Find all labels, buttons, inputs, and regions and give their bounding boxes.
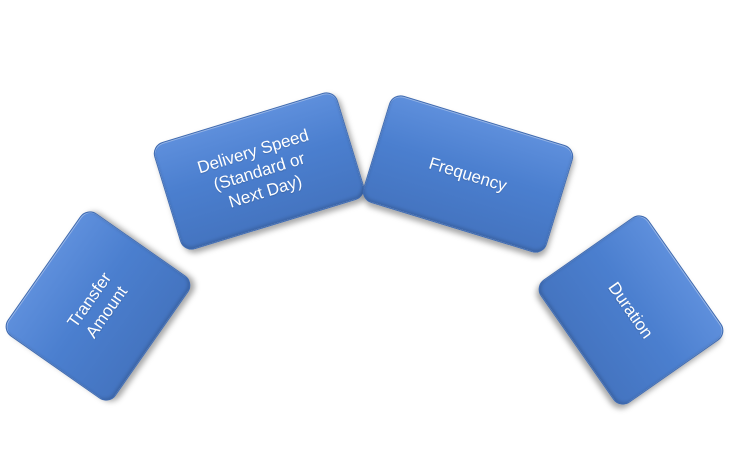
transfer-amount-label: Transfer Amount	[63, 268, 132, 342]
delivery-speed-label: Delivery Speed (Standard or Next Day)	[194, 124, 311, 212]
duration-label: Duration	[604, 278, 658, 342]
delivery-speed-block: Delivery Speed (Standard or Next Day)	[150, 89, 368, 253]
duration-block: Duration	[533, 210, 729, 410]
frequency-block: Frequency	[359, 92, 577, 256]
frequency-label: Frequency	[426, 153, 510, 195]
transfer-amount-block: Transfer Amount	[0, 206, 196, 406]
